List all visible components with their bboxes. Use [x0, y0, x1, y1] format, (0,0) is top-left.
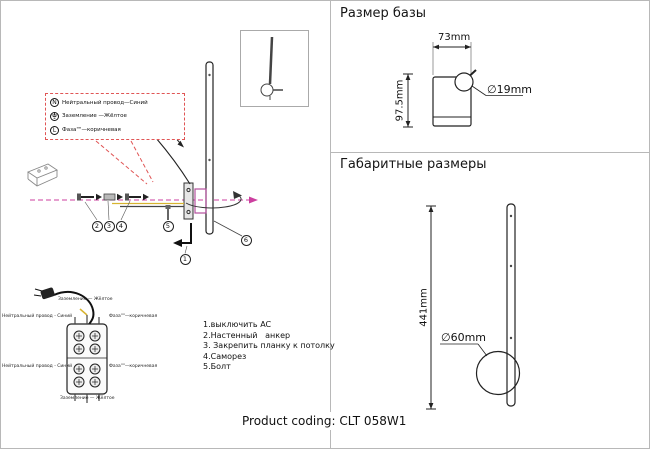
wiring-label-ground-bottom: Заземление — Жёлтое [60, 396, 115, 401]
product-coding-value: CLT 058W1 [339, 414, 407, 428]
overall-size-title: Габаритные размеры [340, 157, 487, 172]
callout-badge: 6 [240, 234, 252, 246]
step-2: 2.Настенный анкер [203, 330, 291, 340]
installation-diagram [30, 61, 258, 254]
lamp-side-thumbnail [240, 30, 309, 107]
callout-badge: 3 [103, 220, 115, 232]
callout-badge: 4 [115, 220, 127, 232]
power-connector-drawing [33, 287, 108, 403]
base-size-title: Размер базы [340, 6, 427, 21]
wiring-label-phase-upper: Фаза""—коричневая [109, 314, 158, 319]
callout-badge: 5 [162, 220, 174, 232]
wiring-label-ground-top: Заземление — Жёлтое [58, 297, 113, 302]
product-coding-label: Product coding: [242, 414, 336, 428]
legend-label-neutral: Нейтральный провод—Синий [62, 99, 148, 106]
step-3: 3. Закрепить планку к потолку [203, 341, 335, 350]
callout-badge: 2 [91, 220, 103, 232]
legend-item-neutral: N Нейтральный провод—Синий [50, 98, 180, 108]
overall-dimension-drawing [426, 203, 521, 410]
base-width-dim-label: 73mm [438, 32, 471, 43]
wire-color-legend: N Нейтральный провод—Синий Заземление —Ж… [45, 93, 185, 140]
step-4: 4.Саморез [203, 351, 247, 361]
earth-ground-icon [50, 111, 59, 121]
base-circle-diameter-label: ∅60mm [441, 331, 487, 344]
legend-label-ground: Заземление —Жёлтое [62, 113, 127, 120]
overall-height-dim-label: 441mm [418, 288, 430, 327]
step-5: 5.Болт [203, 362, 231, 371]
callout-badge: 1 [179, 253, 191, 265]
base-dimension-drawing [403, 42, 523, 128]
bracket-3d-icon [27, 163, 58, 187]
legend-item-ground: Заземление —Жёлтое [50, 111, 180, 121]
installation-steps: 1.выключить AC 2.Настенный анкер 3. Закр… [203, 320, 335, 373]
wiring-label-neutral-lower: Нейтральный провод - Синий [2, 364, 73, 369]
wiring-label-phase-lower: Фаза""—коричневая [109, 364, 158, 369]
wiring-label-neutral-upper: Нейтральный провод - Синий [2, 314, 73, 319]
phase-symbol: L [50, 125, 59, 135]
product-coding: Product coding: CLT 058W1 [236, 412, 413, 430]
base-height-dim-label: 97.5mm [394, 79, 406, 122]
neutral-symbol: N [50, 98, 59, 108]
legend-item-phase: L Фаза""—коричневая [50, 125, 180, 135]
legend-label-phase: Фаза""—коричневая [62, 127, 121, 134]
step-1: 1.выключить AC [203, 320, 272, 329]
base-ball-diameter-label: ∅19mm [487, 83, 533, 96]
